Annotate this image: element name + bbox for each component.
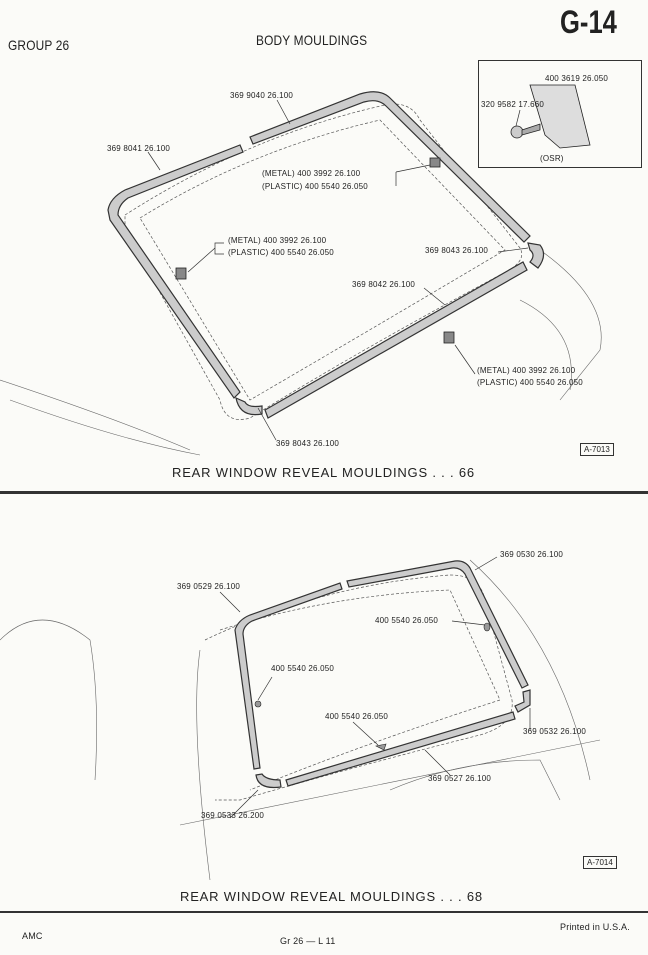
label-clip-upper-plastic: (PLASTIC) 400 5540 26.050 xyxy=(262,182,368,191)
body-lines-1 xyxy=(0,249,602,456)
label-369-0527: 369 0527 26.100 xyxy=(428,774,492,783)
moulding-369-0529 xyxy=(234,582,343,770)
label-369-8043-left: 369 8043 26.100 xyxy=(276,439,340,448)
label-clip-upper-metal: (METAL) 400 3992 26.100 xyxy=(262,169,361,178)
figure-id-2: A-7014 xyxy=(583,856,617,869)
clips-2 xyxy=(254,622,491,751)
corner-369-8043-left xyxy=(235,396,263,416)
leader-lines-2 xyxy=(219,556,531,819)
page-ref: Gr 26 — L 11 xyxy=(280,936,336,946)
window-outline-1 xyxy=(124,103,523,420)
clip-400-3619 xyxy=(529,84,591,149)
page-code: G-14 xyxy=(560,4,617,40)
label-369-8042: 369 8042 26.100 xyxy=(352,280,416,289)
caption-1: REAR WINDOW REVEAL MOULDINGS . . . 66 xyxy=(172,465,475,480)
corner-369-0533 xyxy=(255,773,282,789)
moulding-369-0530 xyxy=(346,560,529,689)
figure-id-1: A-7013 xyxy=(580,443,614,456)
section-divider xyxy=(0,491,648,494)
inset-screw-label: 320 9582 17.660 xyxy=(481,100,545,109)
label-369-0530: 369 0530 26.100 xyxy=(500,550,564,559)
mouldings-1 xyxy=(107,91,545,419)
inset-clip-label: 400 3619 26.050 xyxy=(545,74,609,83)
moulding-369-8041 xyxy=(107,144,244,399)
inset-note: (OSR) xyxy=(540,154,564,163)
label-clip-left-plastic: (PLASTIC) 400 5540 26.050 xyxy=(228,248,334,257)
label-369-8041: 369 8041 26.100 xyxy=(107,144,171,153)
label-clip-lower-metal: (METAL) 400 3992 26.100 xyxy=(477,366,576,375)
moulding-369-0527 xyxy=(285,711,516,787)
label-clip-right: 400 5540 26.050 xyxy=(375,616,439,625)
group-label: GROUP 26 xyxy=(8,37,70,53)
osr-inset-box xyxy=(478,60,642,168)
label-clip-bottom: 400 5540 26.050 xyxy=(325,712,389,721)
label-clip-left-metal: (METAL) 400 3992 26.100 xyxy=(228,236,327,245)
label-369-8043-right: 369 8043 26.100 xyxy=(425,246,489,255)
footer-divider xyxy=(0,911,648,913)
mouldings-2 xyxy=(234,560,531,789)
label-369-0532: 369 0532 26.100 xyxy=(523,727,587,736)
label-369-0533: 369 0533 26.200 xyxy=(201,811,265,820)
printed-note: Printed in U.S.A. xyxy=(560,922,630,932)
corner-369-0532 xyxy=(514,689,531,713)
label-369-0529: 369 0529 26.100 xyxy=(177,582,241,591)
body-lines-2 xyxy=(0,559,601,881)
corner-369-8043-right xyxy=(527,242,545,269)
label-clip-lower-plastic: (PLASTIC) 400 5540 26.050 xyxy=(477,378,583,387)
clips-1 xyxy=(175,84,591,344)
caption-2: REAR WINDOW REVEAL MOULDINGS . . . 68 xyxy=(180,889,483,904)
publisher: AMC xyxy=(22,931,43,941)
page-title: BODY MOULDINGS xyxy=(256,32,368,48)
label-369-9040: 369 9040 26.100 xyxy=(230,91,294,100)
window-outline-2 xyxy=(204,574,513,801)
label-clip-left: 400 5540 26.050 xyxy=(271,664,335,673)
moulding-369-8042 xyxy=(264,261,528,419)
moulding-369-9040 xyxy=(249,91,531,243)
